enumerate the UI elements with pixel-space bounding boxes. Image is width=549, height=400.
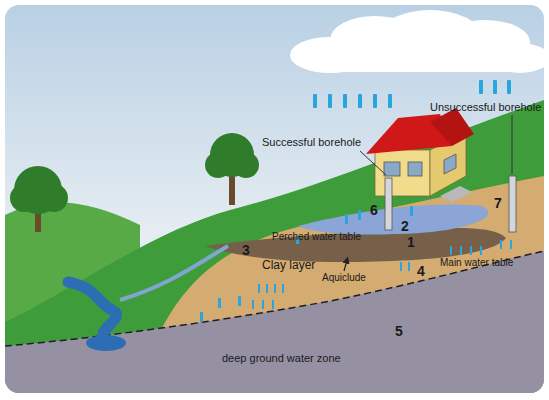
clay-layer xyxy=(205,228,506,262)
callout-number: 6 xyxy=(370,203,378,218)
tree xyxy=(205,133,259,205)
layer-label: Main water table xyxy=(440,257,513,268)
callout-number: 7 xyxy=(494,196,502,211)
hill xyxy=(5,100,544,393)
perched-water xyxy=(298,204,488,234)
sky xyxy=(5,5,544,393)
house xyxy=(366,108,474,202)
callout-number: 4 xyxy=(417,264,425,279)
tree xyxy=(10,166,68,232)
callout-number: 3 xyxy=(242,243,250,258)
zone-label: deep ground water zone xyxy=(222,352,341,364)
stream xyxy=(120,246,228,300)
layer-label: Clay layer xyxy=(262,259,315,272)
borehole-label: Unsuccessful borehole xyxy=(430,101,541,113)
callout-number: 1 xyxy=(407,235,415,250)
river xyxy=(68,282,117,340)
callout-number: 5 xyxy=(395,324,403,339)
layer-label: Perched water table xyxy=(272,231,361,242)
cloud xyxy=(290,10,544,73)
layer-label: Aquiclude xyxy=(322,272,366,283)
water-table-line xyxy=(5,251,544,346)
borehole-label: Successful borehole xyxy=(262,136,361,148)
river xyxy=(86,335,126,351)
borehole xyxy=(509,176,516,232)
leader-arrow xyxy=(344,260,347,271)
leader-line xyxy=(360,151,386,175)
borehole xyxy=(385,178,392,230)
deep-zone xyxy=(5,251,544,393)
leader-line xyxy=(512,115,513,174)
callout-number: 2 xyxy=(401,219,409,234)
